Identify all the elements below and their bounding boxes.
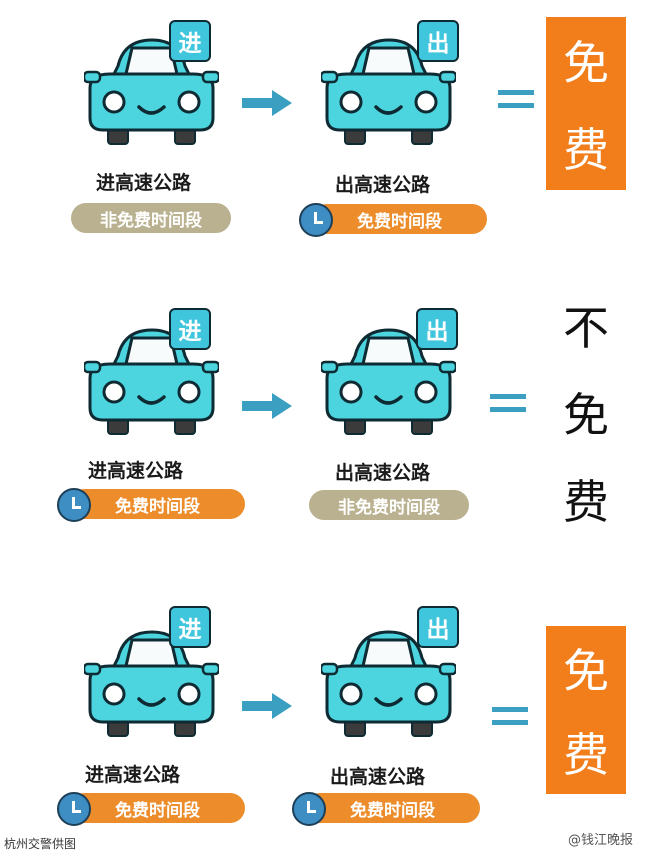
arrow-right-icon bbox=[242, 693, 292, 719]
image-credit: 杭州交警供图 bbox=[4, 837, 77, 851]
result-free-box: 免 费 bbox=[546, 626, 626, 794]
clock-icon bbox=[57, 792, 91, 826]
clock-icon bbox=[299, 203, 333, 237]
entry-label: 进高速公路 bbox=[85, 764, 181, 786]
clock-icon bbox=[57, 488, 91, 522]
arrow-right-icon bbox=[242, 393, 292, 419]
result-char: 费 bbox=[563, 475, 609, 529]
result-char: 费 bbox=[563, 728, 609, 782]
result-char: 不 bbox=[563, 301, 609, 355]
result-not-free: 不 免 费 bbox=[546, 292, 626, 532]
entry-period-badge: 免费时间段 bbox=[70, 793, 245, 823]
exit-label: 出高速公路 bbox=[330, 766, 426, 788]
exit-period-badge: 免费时间段 bbox=[305, 793, 480, 823]
clock-icon bbox=[292, 792, 326, 826]
entry-label: 进高速公路 bbox=[88, 460, 184, 482]
result-char: 免 bbox=[563, 388, 609, 442]
exit-badge: 出 bbox=[417, 606, 459, 648]
entry-badge: 进 bbox=[169, 606, 211, 648]
exit-label: 出高速公路 bbox=[335, 462, 431, 484]
equals-sign bbox=[490, 392, 526, 414]
result-free-box: 免 费 bbox=[546, 17, 626, 190]
exit-badge: 出 bbox=[417, 20, 459, 62]
result-char: 费 bbox=[563, 122, 609, 177]
entry-badge: 进 bbox=[169, 20, 211, 62]
exit-label: 出高速公路 bbox=[335, 174, 431, 196]
weibo-watermark: @钱江晚报 bbox=[568, 833, 634, 848]
exit-period-badge: 非免费时间段 bbox=[309, 490, 469, 520]
entry-period-badge: 非免费时间段 bbox=[71, 203, 231, 233]
arrow-right-icon bbox=[242, 90, 292, 116]
equals-sign bbox=[498, 88, 534, 110]
entry-label: 进高速公路 bbox=[96, 172, 192, 194]
exit-badge: 出 bbox=[416, 308, 458, 350]
entry-period-badge: 免费时间段 bbox=[70, 489, 245, 519]
result-char: 免 bbox=[563, 644, 609, 698]
entry-badge: 进 bbox=[169, 308, 211, 350]
result-char: 免 bbox=[563, 36, 609, 91]
equals-sign bbox=[492, 705, 528, 727]
exit-period-badge: 免费时间段 bbox=[312, 204, 487, 234]
